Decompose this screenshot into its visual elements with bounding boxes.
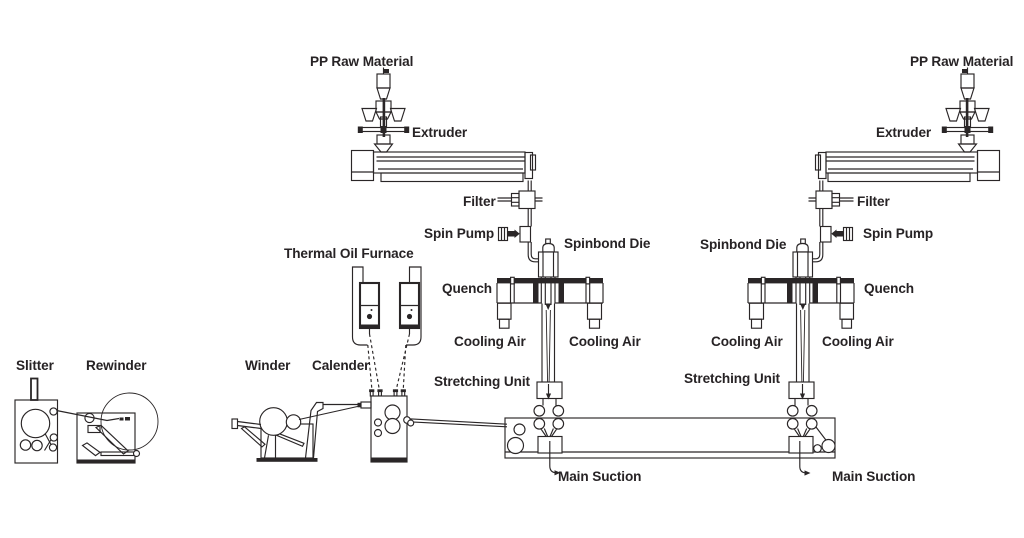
label-quench-left: Quench (442, 281, 493, 296)
label-cooling-air-left-1: Cooling Air (454, 334, 526, 349)
web-to-calender (408, 418, 508, 428)
thermal-oil-furnace-unit (351, 266, 422, 397)
label-spinbond-die-right: Spinbond Die (700, 237, 787, 252)
winder-unit (231, 401, 358, 462)
label-filter-left: Filter (463, 194, 496, 209)
label-stretching-unit-right: Stretching Unit (684, 371, 780, 386)
label-pp-raw-material-left: PP Raw Material (310, 54, 414, 69)
label-spin-pump-left: Spin Pump (424, 226, 495, 241)
label-thermal-oil-furnace: Thermal Oil Furnace (284, 246, 414, 261)
label-calender: Calender (312, 358, 370, 373)
production-line-right (747, 66, 1001, 454)
label-spin-pump-right: Spin Pump (863, 226, 934, 241)
label-winder: Winder (245, 358, 291, 373)
label-stretching-unit-left: Stretching Unit (434, 374, 530, 389)
label-pp-raw-material-right: PP Raw Material (910, 54, 1014, 69)
conveyor-belt (408, 417, 836, 459)
label-extruder-right: Extruder (876, 125, 932, 140)
label-cooling-air-left-2: Cooling Air (569, 334, 641, 349)
slitter-unit (14, 377, 59, 464)
rewinder-unit (56, 392, 159, 464)
label-cooling-air-right-1: Cooling Air (711, 334, 783, 349)
label-rewinder: Rewinder (86, 358, 147, 373)
label-spinbond-die-left: Spinbond Die (564, 236, 651, 251)
label-cooling-air-right-2: Cooling Air (822, 334, 894, 349)
label-slitter: Slitter (16, 358, 54, 373)
label-quench-right: Quench (864, 281, 915, 296)
label-filter-right: Filter (857, 194, 890, 209)
calender-unit (357, 395, 415, 463)
label-main-suction-right: Main Suction (832, 469, 916, 484)
furnace-pipe-fittings (369, 389, 406, 397)
main-suction-leaders (549, 441, 811, 476)
label-main-suction-left: Main Suction (558, 469, 642, 484)
label-extruder-left: Extruder (412, 125, 468, 140)
